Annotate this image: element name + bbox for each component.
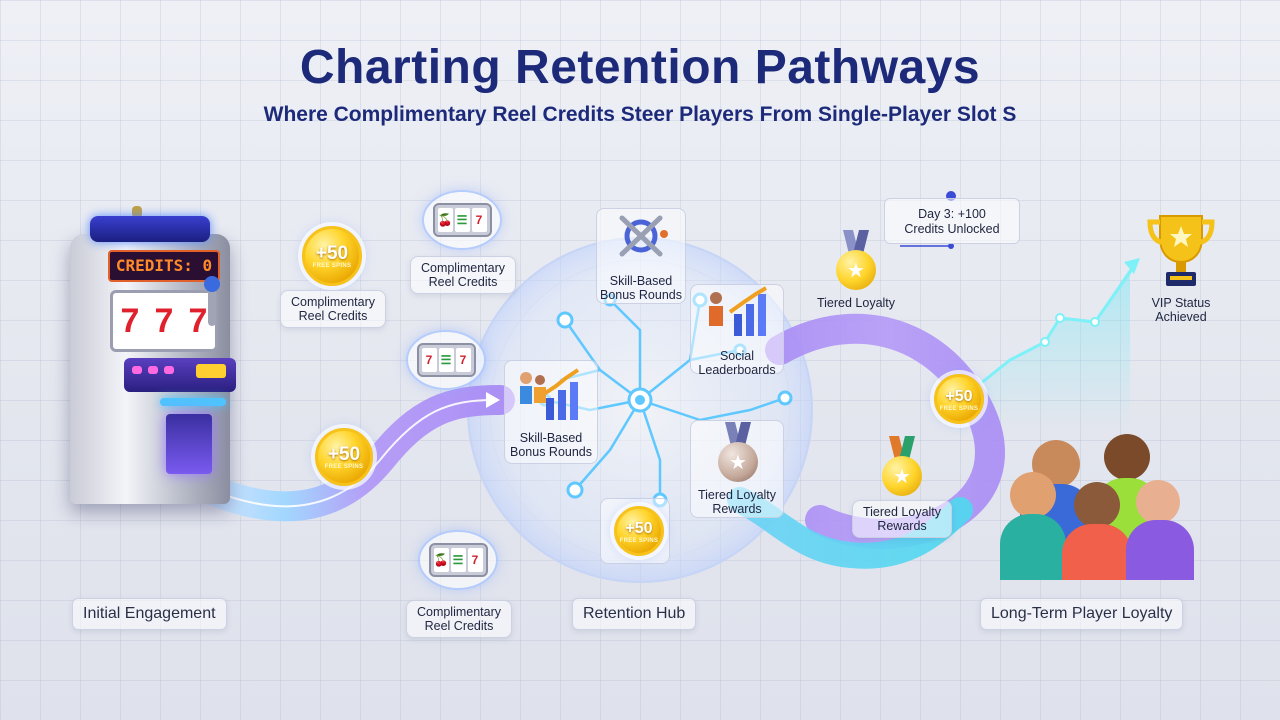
coin-icon: +50 FREE SPINS (614, 506, 664, 556)
section-initial-engagement: Initial Engagement (72, 598, 227, 630)
label-complimentary-reel-credits: Complimentary Reel Credits (410, 256, 516, 294)
slot-reels: 7 7 7 (110, 290, 218, 352)
page-subtitle: Where Complimentary Reel Credits Steer P… (263, 103, 1017, 126)
label-complimentary-reel-credits: Complimentary Reel Credits (280, 290, 386, 328)
label-tiered-loyalty-rewards-right: Tiered Loyalty Rewards (852, 500, 952, 538)
coin-icon: +50 FREE SPINS (934, 374, 984, 424)
label-social-leaderboards: Social Leaderboards (698, 349, 776, 377)
growth-line (959, 264, 1137, 402)
coin-caption: FREE SPINS (312, 262, 352, 269)
medal-icon: ★ (718, 422, 758, 482)
trophy-icon (1147, 215, 1215, 286)
reel-icon: 🍒☰7 (420, 532, 496, 588)
skill-bonus-tile (504, 360, 598, 464)
label-complimentary-reel-credits: Complimentary Reel Credits (406, 600, 512, 638)
reel-symbol: 7 (154, 301, 174, 340)
coin-icon: +50 FREE SPINS (315, 428, 373, 486)
label-tiered-loyalty: Tiered Loyalty (816, 296, 896, 310)
label-skill-based-bonus-top: Skill-Based Bonus Rounds (599, 274, 682, 302)
coin-amount: +50 (945, 387, 973, 405)
medal-icon: ★ (836, 230, 876, 292)
reel-icon: 🍒☰7 (424, 192, 500, 248)
label-skill-based-bonus-mid: Skill-Based Bonus Rounds (510, 431, 593, 459)
label-vip-status: VIP Status Achieved (1151, 296, 1211, 324)
page-title: Charting Retention Pathways (299, 41, 981, 94)
bar-chart-icon (520, 368, 580, 420)
growth-area (960, 268, 1130, 430)
coin-caption: FREE SPINS (619, 537, 659, 544)
credits-display: CREDITS: 0 (108, 250, 220, 282)
coin-amount: +50 (315, 242, 349, 264)
reel-icon: 7☰7 (408, 332, 484, 388)
button-panel (124, 358, 236, 392)
players-group-icon (996, 420, 1220, 580)
coin-icon: +50 FREE SPINS (302, 226, 362, 286)
coin-amount: +50 (625, 519, 653, 537)
bar-chart-icon (709, 286, 768, 336)
coin-amount: +50 (327, 443, 361, 465)
slot-machine: CREDITS: 0 7 7 7 (70, 206, 240, 514)
crossed-swords-icon (619, 215, 668, 257)
coin-caption: FREE SPINS (324, 463, 364, 470)
coin-caption: FREE SPINS (939, 405, 979, 412)
section-retention-hub: Retention Hub (572, 598, 697, 630)
day3-note: Day 3: +100 Credits Unlocked (884, 198, 1020, 244)
reel-symbol: 7 (188, 301, 208, 340)
label-tiered-loyalty-rewards-hub: Tiered Loyalty Rewards (697, 488, 777, 516)
reel-symbol: 7 (120, 301, 140, 340)
section-long-term-loyalty: Long-Term Player Loyalty (980, 598, 1184, 630)
medal-icon: ★ (882, 436, 922, 498)
